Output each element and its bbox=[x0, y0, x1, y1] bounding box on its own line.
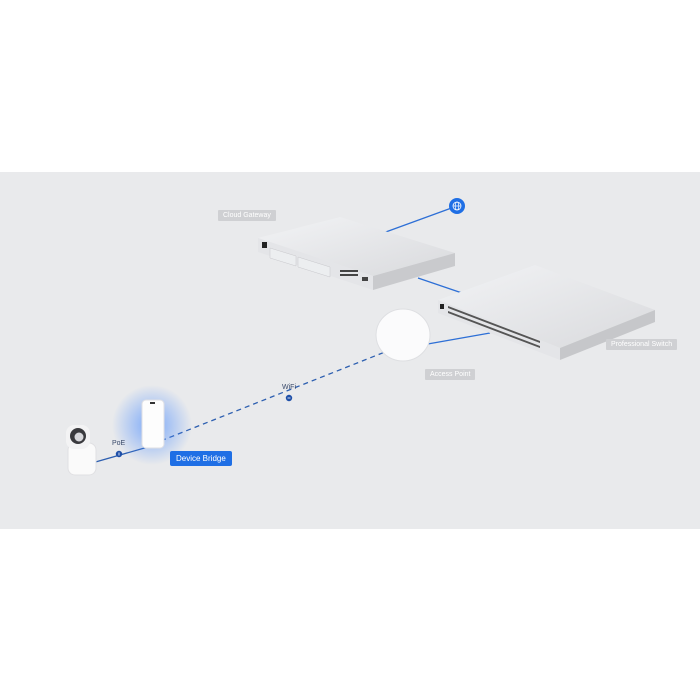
globe-icon bbox=[449, 198, 465, 214]
device-bridge-label: Device Bridge bbox=[170, 451, 232, 466]
cloud-gateway-device[interactable] bbox=[258, 217, 455, 290]
access-point-device[interactable] bbox=[375, 308, 431, 362]
wifi-link bbox=[162, 345, 401, 441]
device-bridge-device[interactable] bbox=[141, 399, 165, 449]
access-point-label: Access Point bbox=[425, 369, 476, 380]
poe-link-dot bbox=[115, 450, 123, 458]
gateway-switch-link bbox=[417, 277, 463, 294]
professional-switch-label: Professional Switch bbox=[606, 339, 678, 350]
wifi-label: WiFi bbox=[282, 384, 296, 391]
poe-label: PoE bbox=[112, 440, 126, 447]
internet-link bbox=[382, 205, 458, 234]
wifi-link-dot bbox=[285, 394, 293, 402]
professional-switch-device[interactable] bbox=[438, 265, 655, 360]
camera-device[interactable] bbox=[66, 425, 97, 476]
cloud-gateway-label: Cloud Gateway bbox=[218, 210, 276, 221]
